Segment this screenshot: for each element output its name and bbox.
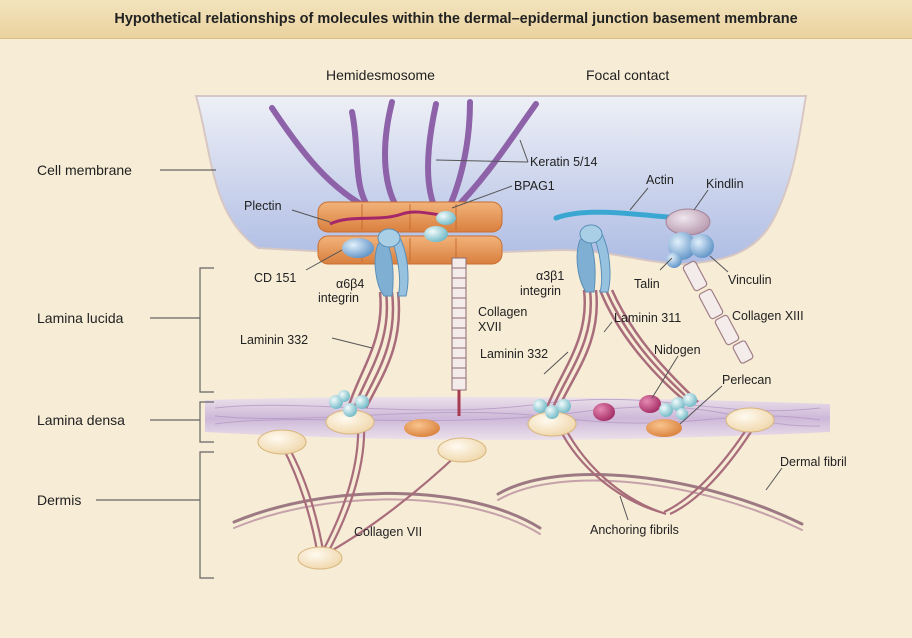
a3b1-integrin-shape [576, 224, 611, 293]
cd151-shape [342, 238, 374, 258]
talin-shape-small [666, 252, 682, 268]
anchoring-plaque [437, 437, 487, 463]
lamina-densa-label: Lamina densa [37, 412, 125, 428]
lamina-lucida-label: Lamina lucida [37, 310, 124, 326]
leader-lines [291, 139, 783, 521]
actin-label: Actin [646, 173, 674, 187]
integrin-left-label: integrin [318, 291, 359, 305]
vinculin-label: Vinculin [728, 273, 772, 287]
cell-membrane-label: Cell membrane [37, 162, 132, 178]
laminin311-label: Laminin 311 [614, 311, 681, 325]
talin-label: Talin [634, 277, 660, 291]
a6b4-label: α6β4 [336, 277, 364, 291]
dermal-fibril-label: Dermal fibril [780, 455, 847, 469]
a6b4-integrin-shape [374, 228, 409, 297]
anchoring-plaque [297, 546, 343, 570]
collagen-xvii-shape [451, 257, 467, 416]
collagen7-label: Collagen VII [354, 525, 422, 539]
nidogen-label: Nidogen [654, 343, 701, 357]
anchoring-plaque [257, 429, 307, 455]
collagen17-label-line2: XVII [478, 320, 502, 334]
laminin-332-left-fibers [346, 291, 401, 409]
collagen17-label-line1: Collagen [478, 305, 527, 319]
kindlin-label: Kindlin [706, 177, 744, 191]
laminin332-right-label: Laminin 332 [480, 347, 548, 361]
perlecan-label: Perlecan [722, 373, 771, 387]
bpag1-shape-b [424, 226, 448, 242]
collagen13-label: Collagen XIII [732, 309, 804, 323]
bpag1-shape-a [436, 211, 456, 225]
integrin-right-label: integrin [520, 284, 561, 298]
bpag1-label: BPAG1 [514, 179, 555, 193]
collagen-vii-fibrils [281, 423, 757, 557]
plectin-label: Plectin [244, 199, 282, 213]
dermal-fibrils [232, 472, 804, 535]
hemidesmosome-label: Hemidesmosome [326, 67, 435, 83]
dermis-label: Dermis [37, 492, 81, 508]
laminin-332-right-fibers [544, 289, 599, 411]
collagen-xiii-shape [682, 260, 754, 364]
anchoring-fibrils-label: Anchoring fibrils [590, 523, 679, 537]
keratin-label: Keratin 5/14 [530, 155, 597, 169]
region-brackets [96, 169, 216, 579]
cd151-label: CD 151 [254, 271, 296, 285]
lamina-densa-components [325, 390, 775, 437]
kindlin-shape [665, 208, 711, 236]
a3b1-label: α3β1 [536, 269, 564, 283]
diagram-title: Hypothetical relationships of molecules … [0, 0, 912, 39]
focal-contact-label: Focal contact [586, 67, 669, 83]
laminin332-left-label: Laminin 332 [240, 333, 308, 347]
vinculin-shape [690, 234, 714, 258]
